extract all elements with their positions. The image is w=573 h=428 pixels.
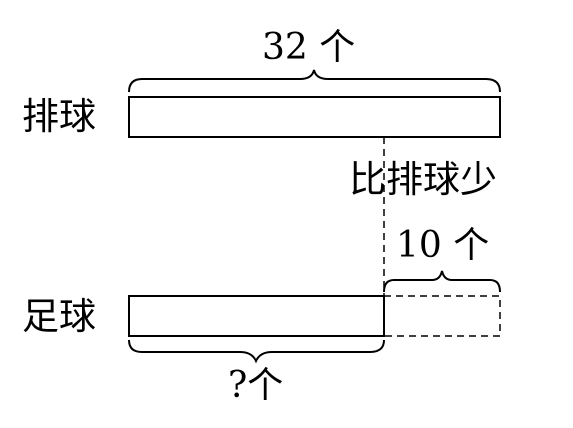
comparison-label: 比排球少 — [349, 158, 497, 201]
volleyball-label: 排球 — [22, 95, 96, 138]
unknown-count-label: ?个 — [228, 365, 284, 406]
difference-label: 10 个 — [396, 225, 490, 266]
football-bar — [128, 295, 385, 337]
football-label: 足球 — [22, 295, 96, 338]
volleyball-total-label: 32 个 — [262, 27, 356, 68]
football-unknown-brace — [128, 339, 385, 364]
difference-brace — [383, 270, 501, 293]
volleyball-bar — [128, 96, 501, 138]
football-missing-segment — [383, 295, 501, 337]
volleyball-total-brace — [128, 69, 501, 93]
